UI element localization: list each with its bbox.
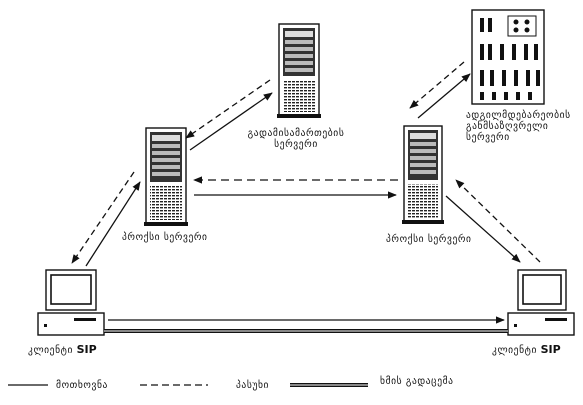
client-right-computer-icon <box>507 269 575 336</box>
request-arrow-proxyR-clientR <box>445 195 521 263</box>
location-server-label-line1: ადგილმდებარეობის <box>466 110 571 121</box>
location-server-label-line3: სერვერი <box>466 132 510 143</box>
request-arrow-proxyR-location <box>417 73 471 119</box>
response-arrow-proxyL-clientL <box>71 171 135 264</box>
response-arrow-clientR-proxyR <box>455 179 541 263</box>
response-arrow-location-proxyR <box>409 61 465 109</box>
location-server-icon <box>471 9 545 105</box>
client-left-sip-text: SIP <box>76 343 97 356</box>
client-left-label: კლიენტი SIP <box>28 344 97 356</box>
response-arrow-redirect-proxyL <box>185 79 271 139</box>
redirect-server-icon <box>277 23 321 118</box>
location-server-label-line2: განმსაზღვრელი <box>466 121 549 132</box>
legend-request-label: მოთხოვნა <box>56 380 108 391</box>
client-left-label-text: კლიენტი <box>28 345 73 356</box>
proxy-server-right-label: პროქსი სერვერი <box>386 234 472 245</box>
redirect-server-label-line2: სერვერი <box>274 139 318 150</box>
location-server-label: ადგილმდებარეობის განმსაზღვრელი სერვერი <box>466 110 571 143</box>
proxy-server-right-icon <box>402 125 444 224</box>
request-arrow-proxyL-redirect <box>189 92 273 151</box>
client-right-sip-text: SIP <box>540 343 561 356</box>
legend-response-label: პასუხი <box>236 380 270 391</box>
client-right-label: კლიენტი SIP <box>492 344 561 356</box>
request-arrow-clientL-proxyL <box>85 181 141 267</box>
client-left-computer-icon <box>37 269 105 336</box>
client-right-label-text: კლიენტი <box>492 345 537 356</box>
proxy-server-left-icon <box>144 127 188 226</box>
redirect-server-label: გადამისამართების სერვერი <box>236 128 356 150</box>
proxy-server-left-label: პროქსი სერვერი <box>122 232 208 243</box>
redirect-server-label-line1: გადამისამართების <box>247 128 345 139</box>
legend-voice-label: ხმის გადაცემა <box>380 376 454 387</box>
